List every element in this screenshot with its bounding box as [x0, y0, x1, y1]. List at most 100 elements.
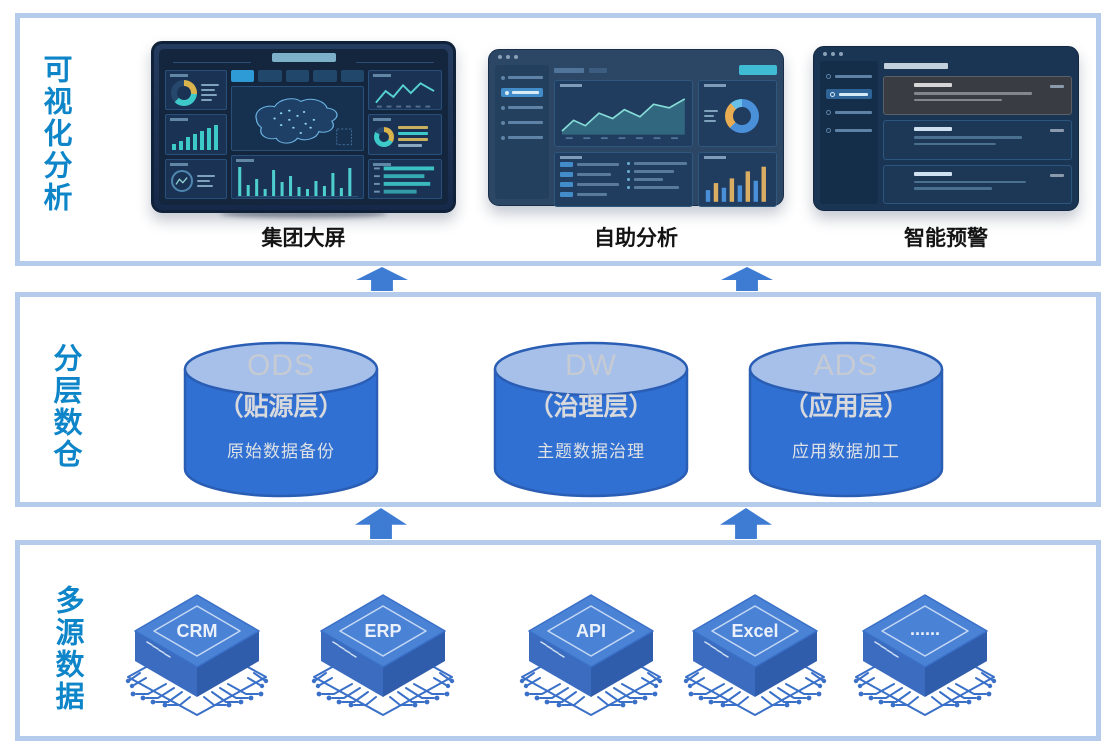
section-label-warehouse: 分层数仓 — [49, 343, 81, 471]
cylinder-name: ADS — [813, 349, 879, 382]
thumb-label-self-analysis: 自助分析 — [594, 227, 678, 250]
hbar-chart-thumb — [374, 166, 435, 194]
dashboard-thumb-alerts — [813, 46, 1079, 211]
dashboard-header — [159, 49, 448, 67]
chip-label: API — [576, 621, 606, 641]
cylinder-alias: （应用层） — [783, 393, 909, 421]
china-map-thumb — [255, 98, 352, 146]
alert-card-warning — [883, 76, 1072, 116]
list-panel — [554, 151, 693, 207]
chip-illustration: ERP — [310, 594, 456, 716]
cylinder-desc: 原始数据备份 — [227, 442, 335, 461]
donut-chart-thumb — [171, 79, 197, 106]
main-area — [883, 61, 1072, 204]
menu-item-thumb — [826, 107, 872, 117]
window-dots-icon — [823, 52, 843, 56]
gauge-panel — [165, 158, 227, 199]
primary-button-thumb — [739, 65, 777, 75]
cylinder-desc: 应用数据加工 — [792, 442, 900, 461]
up-arrow-icon — [355, 508, 407, 539]
area-chart-panel — [554, 80, 693, 147]
window-dots-icon — [498, 55, 518, 59]
menu-item-thumb — [501, 103, 543, 112]
cylinder-shape — [183, 341, 379, 498]
legend-lines — [703, 109, 720, 122]
chip-label: ERP — [364, 621, 401, 641]
toolbar-thumb — [554, 65, 777, 75]
panel-grid — [554, 80, 777, 207]
menu-item-thumb — [826, 71, 872, 81]
section-warehouse: 分层数仓 ODS （贴源层） 原始数据备份 DW （治理层） 主题数据治理 — [15, 292, 1101, 507]
text-placeholder-lines — [197, 175, 221, 188]
time-placeholder — [1050, 173, 1064, 177]
list-thumb — [560, 161, 687, 197]
alert-card-notice — [883, 164, 1072, 204]
chip-erp: ERP — [308, 585, 458, 717]
menu-item-thumb-active — [501, 88, 543, 97]
dashboard-thumb-self-analysis — [488, 49, 784, 207]
bar-panel — [697, 151, 777, 207]
dashboard-logo-placeholder — [271, 53, 336, 62]
left-column — [554, 80, 693, 207]
chip-label: CRM — [177, 621, 218, 641]
thumb-label-group-screen: 集团大屏 — [261, 227, 346, 250]
bottom-bar-panel — [231, 155, 364, 199]
alert-card-info — [883, 120, 1072, 160]
menu-item-thumb — [501, 133, 543, 142]
donut-chart-thumb — [724, 98, 759, 133]
dashboard-body — [165, 70, 442, 199]
cylinder-alias: （治理层） — [528, 393, 654, 421]
map-panel — [231, 86, 364, 151]
chip-illustration: ...... — [852, 594, 998, 716]
page-title-placeholder — [884, 63, 948, 69]
cylinder-alias: （贴源层） — [218, 393, 344, 421]
section-label-sources: 多源数据 — [51, 585, 83, 713]
chip-illustration: Excel — [682, 594, 828, 716]
menu-item-thumb — [826, 125, 872, 135]
donut-legend-panel — [368, 114, 442, 155]
area-chart-thumb — [561, 98, 686, 140]
donut-chart-thumb — [374, 126, 394, 147]
left-panel-column — [165, 70, 227, 199]
big-bar-chart-thumb — [237, 166, 358, 197]
cylinder-desc: 主题数据治理 — [537, 442, 645, 461]
up-arrow-icon — [356, 267, 408, 291]
list-column — [560, 161, 620, 197]
chip-illustration: CRM — [124, 594, 270, 716]
center-panel-column — [231, 70, 365, 199]
thumb-label-alerts: 智能预警 — [904, 227, 988, 250]
cylinder-ads: ADS （应用层） 应用数据加工 — [746, 341, 946, 499]
cylinder-dw: DW （治理层） 主题数据治理 — [491, 341, 691, 499]
chip-api: API — [516, 585, 666, 717]
bar-chart-thumb — [705, 166, 766, 202]
bar-panel — [165, 114, 227, 155]
sidebar-thumb — [495, 65, 549, 199]
tab-row-thumb — [231, 70, 365, 82]
gauge-icon — [171, 170, 193, 193]
cylinder-name: ODS — [246, 349, 315, 382]
menu-item-thumb — [501, 73, 543, 82]
chip-others: ...... — [850, 585, 1000, 717]
text-placeholder-lines — [201, 84, 221, 102]
menu-item-thumb — [501, 118, 543, 127]
chip-label: ...... — [910, 619, 940, 639]
cylinder-shape — [748, 341, 944, 498]
cylinder-ods: ODS （贴源层） 原始数据备份 — [181, 341, 381, 499]
bar-chart-thumb — [172, 125, 218, 150]
dashboard-body — [495, 65, 777, 207]
line-chart-thumb — [375, 81, 435, 108]
line-panel — [368, 70, 442, 111]
up-arrow-icon — [721, 267, 773, 291]
right-panel-column — [368, 70, 442, 199]
section-visualization: 可视化分析 — [15, 13, 1101, 266]
up-arrow-icon — [720, 508, 772, 539]
cylinder-shape — [493, 341, 689, 498]
hbar-panel — [368, 158, 442, 199]
donut-panel — [165, 70, 227, 111]
section-sources: 多源数据 CRM ERP API Excel — [15, 540, 1101, 741]
dashboard-body — [820, 61, 1072, 204]
right-column — [697, 80, 777, 207]
dashboard-thumb-group-screen — [151, 41, 456, 213]
main-area — [554, 65, 777, 207]
